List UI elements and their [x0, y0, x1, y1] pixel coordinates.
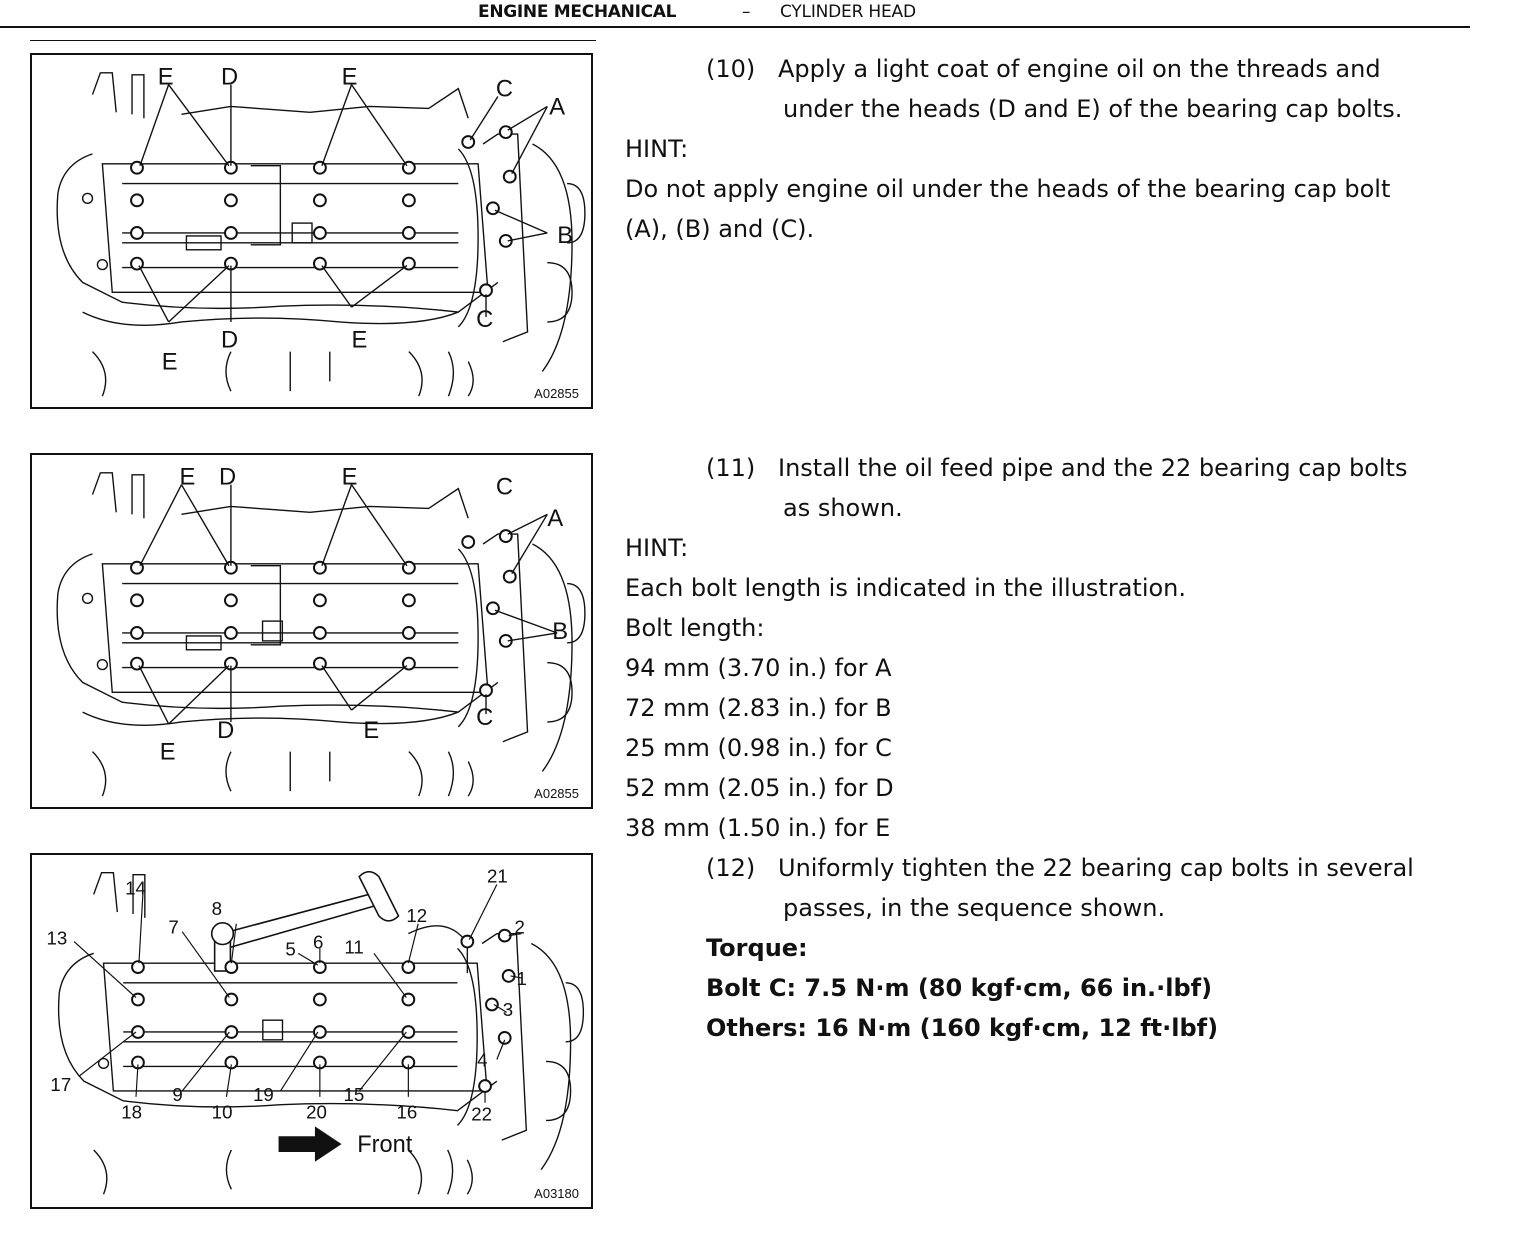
label-e: E: [342, 465, 358, 491]
bolt-number: 3: [503, 999, 513, 1020]
section-title: ENGINE MECHANICAL: [478, 2, 677, 22]
label-d: D: [219, 465, 236, 491]
torque-spec-c: Bolt C: 7.5 N·m (80 kgf·cm, 66 in.·lbf): [706, 974, 1213, 1002]
bolt-number: 16: [397, 1102, 418, 1123]
label-d: D: [217, 718, 234, 744]
torque-label: Torque:: [706, 934, 808, 962]
hint-text: Do not apply engine oil under the heads …: [625, 175, 1391, 203]
bolt-number: 19: [253, 1084, 274, 1105]
leader-lines: [73, 884, 522, 1103]
front-arrow: [278, 1126, 342, 1162]
bolt-number: 21: [487, 866, 508, 887]
bolt-number: 17: [50, 1074, 71, 1095]
label-d: D: [221, 328, 238, 354]
torque-spec-others: Others: 16 N·m (160 kgf·cm, 12 ft·lbf): [706, 1014, 1219, 1042]
bolt-number: 20: [306, 1102, 327, 1123]
bolt-number: 9: [172, 1084, 182, 1105]
figure-code: A02855: [534, 386, 579, 401]
bolt-number: 4: [477, 1049, 487, 1070]
cylinder-head-illustration: E D E C A B C E D E: [56, 65, 586, 397]
engine-outline: [57, 872, 585, 1195]
page-header: ENGINE MECHANICAL – CYLINDER HEAD: [0, 0, 1470, 28]
leader-lines: [138, 84, 548, 323]
engine-outline: [56, 472, 586, 797]
label-a: A: [547, 506, 563, 532]
label-e: E: [363, 718, 379, 744]
torque-wrench: [210, 870, 400, 972]
bolt-number: 11: [344, 936, 363, 957]
step-text: Install the oil feed pipe and the 22 bea…: [778, 454, 1408, 482]
step-text: as shown.: [783, 494, 903, 522]
label-e: E: [352, 328, 368, 354]
figure-code: A03180: [534, 1186, 579, 1201]
bolt-length-item: 72 mm (2.83 in.) for B: [625, 694, 892, 722]
bolt-markers: [131, 928, 516, 1093]
bolt-number: 10: [212, 1102, 233, 1123]
bolt-number: 12: [406, 905, 427, 926]
bolt-length-item: 25 mm (0.98 in.) for C: [625, 734, 892, 762]
bolt-length-item: 94 mm (3.70 in.) for A: [625, 654, 892, 682]
step-number: (11): [706, 454, 756, 482]
label-e: E: [342, 65, 358, 91]
label-c: C: [496, 475, 513, 501]
bolt-markers: [130, 125, 517, 298]
bolt-number: 2: [515, 917, 525, 938]
bolt-number: 15: [343, 1084, 364, 1105]
label-d: D: [221, 65, 238, 91]
cylinder-head-illustration: E D E C A B C E D E: [56, 465, 586, 797]
bolt-number: 14: [125, 877, 146, 898]
label-e: E: [160, 740, 176, 766]
label-e: E: [162, 349, 178, 375]
bolt-number: 8: [212, 898, 222, 919]
label-c: C: [496, 77, 513, 103]
hint-label: HINT:: [625, 135, 689, 163]
step-text: under the heads (D and E) of the bearing…: [783, 95, 1403, 123]
subsection-title: CYLINDER HEAD: [780, 2, 916, 22]
bolt-number: 18: [121, 1102, 142, 1123]
bolt-length-label: Bolt length:: [625, 614, 765, 642]
step-text: Uniformly tighten the 22 bearing cap bol…: [778, 854, 1414, 882]
label-b: B: [557, 223, 573, 249]
figure-bolt-lengths: E D E C A B C E D E A02855: [30, 453, 593, 809]
bolt-number: 22: [471, 1103, 492, 1124]
bolt-number: 7: [168, 917, 178, 938]
left-separator: [30, 40, 596, 41]
hint-text: Each bolt length is indicated in the ill…: [625, 574, 1187, 602]
label-e: E: [158, 65, 174, 91]
bolt-number: 1: [517, 968, 527, 989]
step-number: (12): [706, 854, 756, 882]
label-c: C: [476, 705, 493, 731]
front-label: Front: [357, 1131, 412, 1157]
hint-text: (A), (B) and (C).: [625, 215, 815, 243]
bolt-number: 5: [285, 938, 295, 959]
bolt-markers: [130, 529, 517, 698]
hint-label: HINT:: [625, 534, 689, 562]
cylinder-head-illustration: Front 14 13 8 7 5 6 11 12 21 2 1 3 4 22 …: [47, 866, 585, 1195]
label-e: E: [180, 465, 196, 491]
leader-lines: [138, 484, 558, 725]
bolt-number: 13: [47, 927, 68, 948]
step-text: passes, in the sequence shown.: [783, 894, 1166, 922]
step-number: (10): [706, 55, 756, 83]
label-a: A: [549, 94, 565, 120]
bolt-length-item: 38 mm (1.50 in.) for E: [625, 814, 891, 842]
header-dash: –: [742, 2, 751, 22]
step-text: Apply a light coat of engine oil on the …: [778, 55, 1381, 83]
figure-tightening-sequence: Front 14 13 8 7 5 6 11 12 21 2 1 3 4 22 …: [30, 853, 593, 1209]
label-c: C: [476, 307, 493, 333]
label-b: B: [552, 619, 568, 645]
bolt-length-item: 52 mm (2.05 in.) for D: [625, 774, 894, 802]
figure-bolt-heads: E D E C A B C E D E A02855: [30, 53, 593, 409]
bolt-number: 6: [313, 931, 323, 952]
figure-code: A02855: [534, 786, 579, 801]
